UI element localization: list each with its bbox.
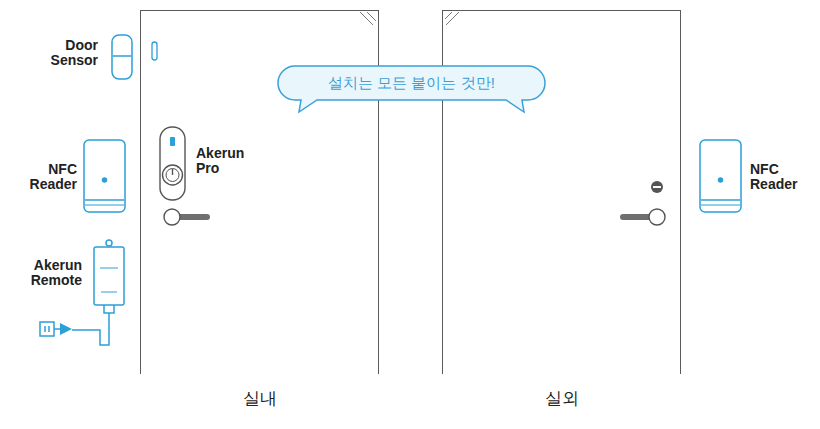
nfc-reader-icon bbox=[700, 140, 741, 212]
door-caption: 실외 bbox=[443, 389, 680, 409]
device-label: NFC Reader bbox=[30, 162, 77, 192]
callout-outline bbox=[278, 66, 545, 112]
device-label: Door Sensor bbox=[51, 38, 98, 68]
door-handle bbox=[164, 181, 665, 225]
callout-bubble: 설치는 모든 붙이는 것만! bbox=[277, 65, 546, 101]
device-label: Akerun Pro bbox=[196, 146, 244, 176]
power-plug-icon bbox=[40, 322, 72, 336]
door-sensor-icon bbox=[112, 35, 132, 79]
akerun-pro-icon bbox=[160, 127, 185, 200]
door-sensor-strip bbox=[152, 42, 157, 60]
callout-text: 설치는 모든 붙이는 것만! bbox=[328, 74, 495, 93]
outdoor-door: 실외 bbox=[442, 10, 681, 374]
door-caption: 실내 bbox=[141, 389, 378, 409]
device-label: Akerun Remote bbox=[31, 258, 82, 288]
indoor-door: 실내 bbox=[140, 10, 379, 374]
nfc-reader-icon bbox=[84, 140, 125, 212]
device-label: NFC Reader bbox=[750, 162, 797, 192]
akerun-remote-icon bbox=[72, 240, 124, 345]
door-glare bbox=[360, 12, 459, 25]
